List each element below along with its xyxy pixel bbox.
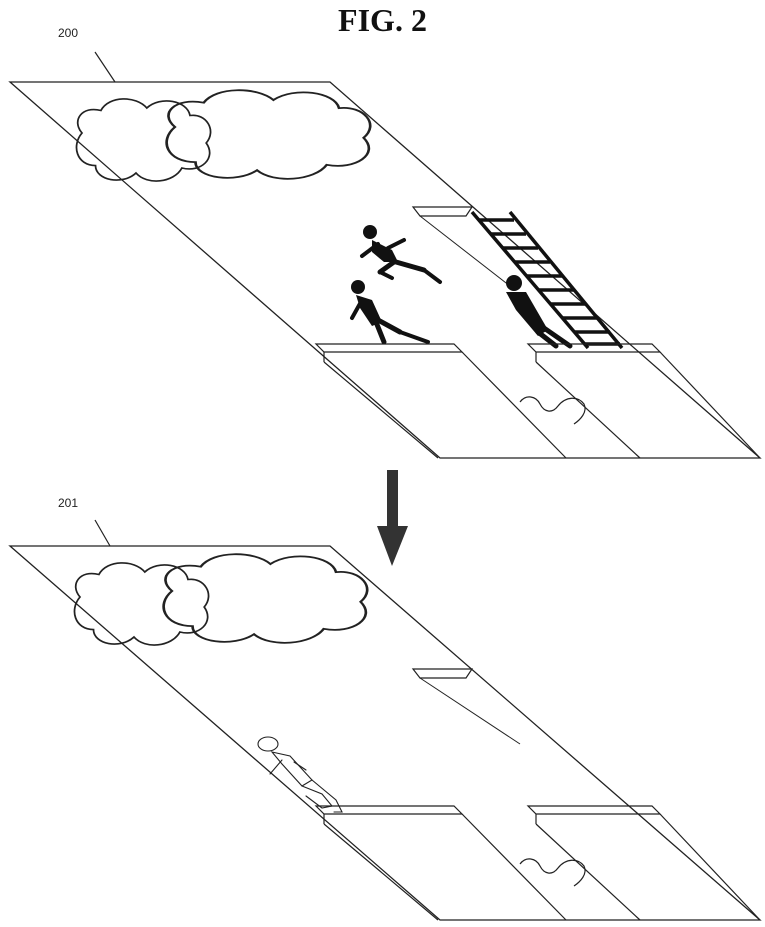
plane-frame-201 [8,545,762,921]
upper-ledge [411,206,511,287]
frame-200: 200 [8,26,762,459]
figure-title: FIG. 2 [338,2,427,38]
pit-squiggle [519,858,586,887]
right-platform [526,343,761,459]
right-platform [526,805,761,921]
upper-ledge [411,668,521,745]
standing-figure [506,275,573,349]
ref-label-200: 200 [58,26,78,40]
cloud-left [75,98,212,182]
pit-squiggle [519,396,586,425]
ref-label-201: 201 [58,496,78,510]
frame-201: 201 [8,496,762,921]
jumping-figure [360,225,442,284]
cloud-right [162,552,369,645]
cloud-right [165,88,372,181]
walking-figure [350,280,430,345]
left-platform [314,805,567,921]
outlined-figure [257,736,343,813]
leader-line-200 [94,51,116,83]
left-platform [314,343,567,459]
down-arrow [377,470,408,566]
cloud-left [73,562,210,646]
leader-line-201 [94,519,111,547]
